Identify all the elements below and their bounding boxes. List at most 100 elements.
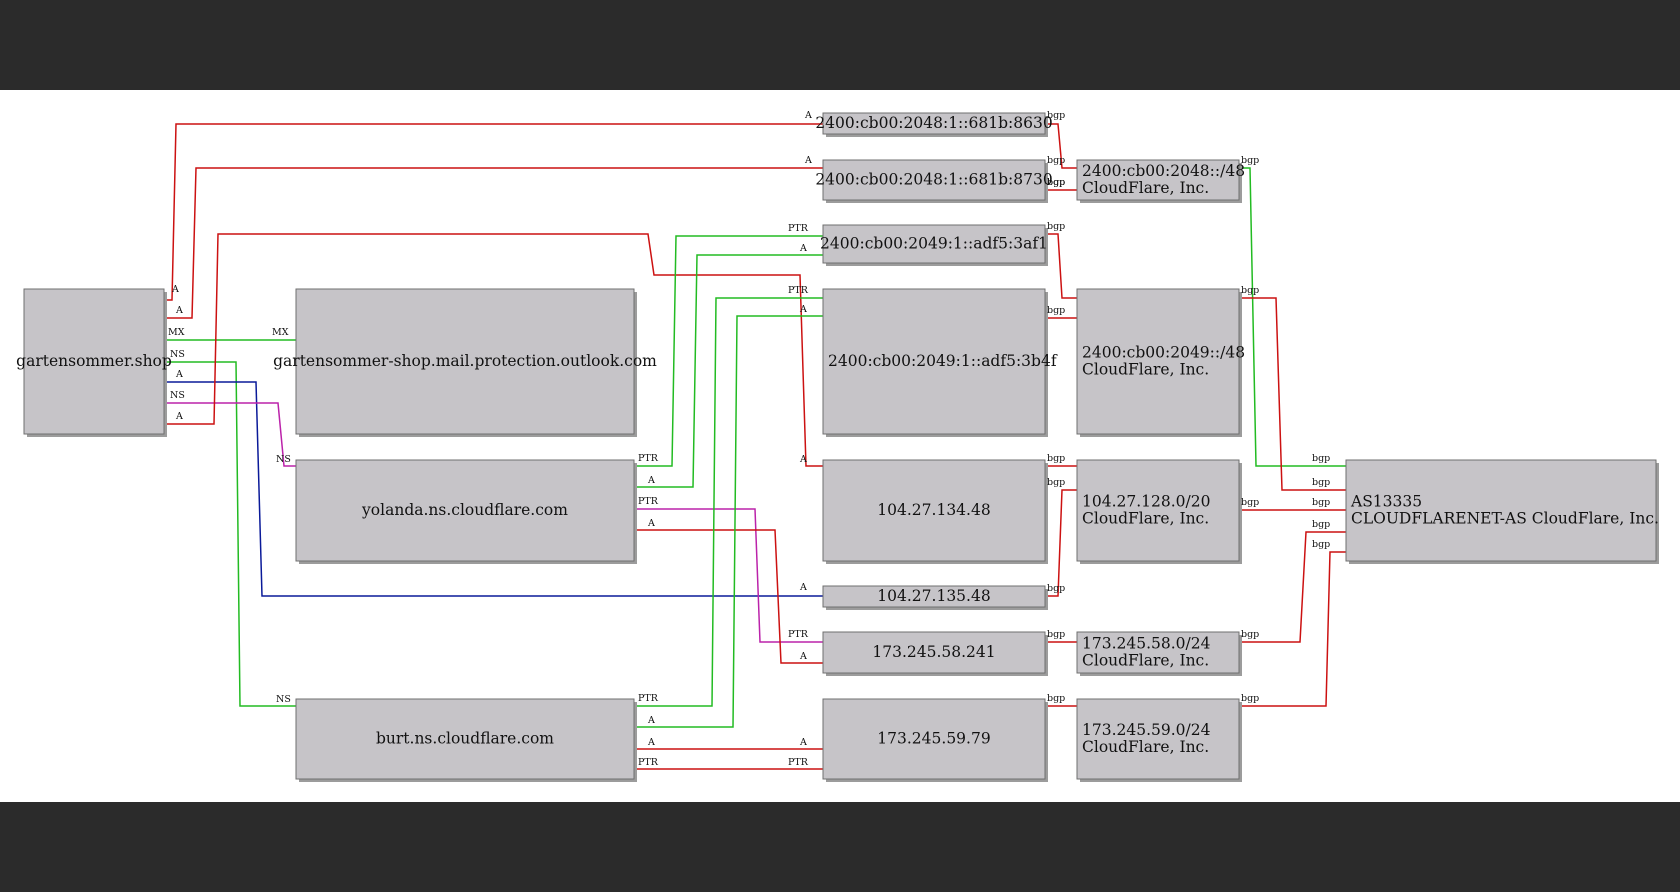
node-label-line: 104.27.128.0/20: [1082, 493, 1210, 511]
edge-label-burt-ip6d-end: PTR: [788, 285, 809, 296]
edge-ip6a-net6a: [1045, 123, 1077, 169]
edge-burt-ip6d: [634, 297, 823, 707]
node-ip6d[interactable]: 2400:cb00:2049:1::adf5:3b4f: [822, 288, 1058, 437]
edge-label-dom-ip4b-end: A: [799, 582, 807, 593]
node-label-line: 104.27.134.48: [877, 501, 990, 519]
edge-label-ip4b-net4a-end: bgp: [1047, 477, 1065, 488]
node-ip4b[interactable]: 104.27.135.48: [822, 585, 1048, 610]
edge-label-net4c-asn-start: bgp: [1241, 693, 1259, 704]
node-box: [1076, 159, 1240, 201]
edge-label-yol-ip6c-a-start: A: [647, 475, 655, 486]
edge-label-net6a-asn-start: bgp: [1241, 155, 1259, 166]
edge-label-net4b-asn-end: bgp: [1312, 519, 1330, 530]
edge-label-yol-ip6c-end: PTR: [788, 223, 809, 234]
node-label-line: 2400:cb00:2049:1::adf5:3b4f: [828, 352, 1058, 370]
edge-ip4b-net4a: [1045, 489, 1077, 597]
edge-label-dom-ip6a-end: A: [804, 110, 812, 121]
edge-net6a-asn: [1239, 167, 1346, 467]
node-box: [295, 698, 635, 780]
node-label-line: gartensommer-shop.mail.protection.outloo…: [273, 352, 657, 370]
edge-label-burt-ip4d-a-end: A: [799, 737, 807, 748]
edge-dom-burt: [164, 361, 296, 707]
node-label-line: 173.245.59.0/24: [1082, 721, 1211, 739]
edge-label-dom-mx-start: MX: [168, 327, 185, 338]
edge-label-dom-burt-end: NS: [276, 694, 291, 705]
edge-label-yol-ip6c-a-end: A: [799, 243, 807, 254]
edge-label-dom-ip4a-start: A: [175, 411, 183, 422]
edge-yol-ip4c-a: [634, 529, 823, 664]
diagram-canvas: [0, 90, 1680, 802]
edge-label-burt-ip4d-a-start: A: [647, 737, 655, 748]
node-box: [23, 288, 165, 435]
node-ip4a[interactable]: 104.27.134.48: [822, 459, 1048, 564]
edge-label-dom-ip6b-start: A: [175, 305, 183, 316]
edge-label-net4c-asn-end: bgp: [1312, 539, 1330, 550]
node-label-line: 2400:cb00:2048::/48: [1082, 162, 1245, 180]
node-box: [822, 459, 1046, 562]
node-box: [822, 159, 1046, 201]
node-label-line: CLOUDFLARENET-AS CloudFlare, Inc.: [1351, 510, 1659, 528]
edge-label-ip6b-net6a-start: bgp: [1047, 177, 1065, 188]
node-box: [1345, 459, 1657, 562]
edge-label-burt-ip6d-a-start: A: [647, 715, 655, 726]
node-label-line: CloudFlare, Inc.: [1082, 179, 1209, 197]
edge-label-burt-ip6d-a-end: A: [799, 304, 807, 315]
edge-net6b-asn: [1239, 297, 1346, 491]
edge-label-ip6b-net6a-end: bgp: [1047, 177, 1065, 188]
edge-label-dom-ip6b-end: A: [804, 155, 812, 166]
node-label-line: 2400:cb00:2048:1::681b:8730: [815, 171, 1052, 189]
node-label-line: 104.27.135.48: [877, 587, 990, 605]
node-label-line: burt.ns.cloudflare.com: [376, 730, 554, 748]
node-label-line: 2400:cb00:2049:1::adf5:3af1: [820, 235, 1048, 253]
node-burt[interactable]: burt.ns.cloudflare.com: [295, 698, 637, 782]
edge-label-ip6a-net6a-start: bgp: [1047, 110, 1065, 121]
node-mx[interactable]: gartensommer-shop.mail.protection.outloo…: [273, 288, 657, 437]
edge-dom-yolanda: [164, 402, 296, 467]
edge-label-dom-yolanda-start: NS: [170, 390, 185, 401]
edge-dom-ip4a: [164, 233, 823, 467]
edge-label-dom-ip4b-start: A: [175, 369, 183, 380]
node-label-line: 173.245.58.0/24: [1082, 635, 1211, 653]
node-label-line: CloudFlare, Inc.: [1082, 652, 1209, 670]
node-box: [822, 585, 1046, 608]
node-box: [822, 112, 1046, 135]
edge-dom-ip6a: [164, 123, 823, 301]
edge-label-yol-ip4c-a-end: A: [799, 651, 807, 662]
node-box: [1076, 698, 1240, 780]
edge-yol-ip6c-a: [634, 254, 823, 488]
node-label-line: 173.245.58.241: [872, 643, 995, 661]
node-label-line: 2400:cb00:2049::/48: [1082, 344, 1245, 362]
node-ip4c[interactable]: 173.245.58.241: [822, 631, 1048, 676]
node-yolanda[interactable]: yolanda.ns.cloudflare.com: [295, 459, 637, 564]
edge-label-burt-ip4d-ptr-end: PTR: [788, 757, 809, 768]
edge-yol-ip6c: [634, 235, 823, 467]
node-ip4d[interactable]: 173.245.59.79: [822, 698, 1048, 782]
edge-label-yol-ip4c-end: PTR: [788, 629, 809, 640]
node-ip6c[interactable]: 2400:cb00:2049:1::adf5:3af1: [820, 224, 1048, 266]
node-label-line: yolanda.ns.cloudflare.com: [361, 501, 568, 519]
node-box: [822, 698, 1046, 780]
edge-label-net4b-asn-start: bgp: [1241, 629, 1259, 640]
node-ip6a[interactable]: 2400:cb00:2048:1::681b:8630: [815, 112, 1053, 137]
node-box: [822, 288, 1046, 435]
node-domain[interactable]: gartensommer.shop: [16, 288, 172, 437]
nodes-layer: gartensommer.shop gartensommer-shop.mail.…: [16, 112, 1659, 782]
node-label-line: CloudFlare, Inc.: [1082, 510, 1209, 528]
node-ip6b[interactable]: 2400:cb00:2048:1::681b:8730: [815, 159, 1053, 203]
edge-label-ip6d-net6b-start: bgp: [1047, 305, 1065, 316]
edge-label-ip4a-net4a-start: bgp: [1047, 453, 1065, 464]
node-label-line: 173.245.59.79: [877, 730, 990, 748]
edge-label-yol-ip4c-start: PTR: [638, 496, 659, 507]
node-box: [1076, 631, 1240, 674]
node-box: [1076, 459, 1240, 562]
edge-label-ip6a-net6a-end: bgp: [1047, 155, 1065, 166]
edge-label-dom-yolanda-end: NS: [276, 454, 291, 465]
node-box: [1076, 288, 1240, 435]
